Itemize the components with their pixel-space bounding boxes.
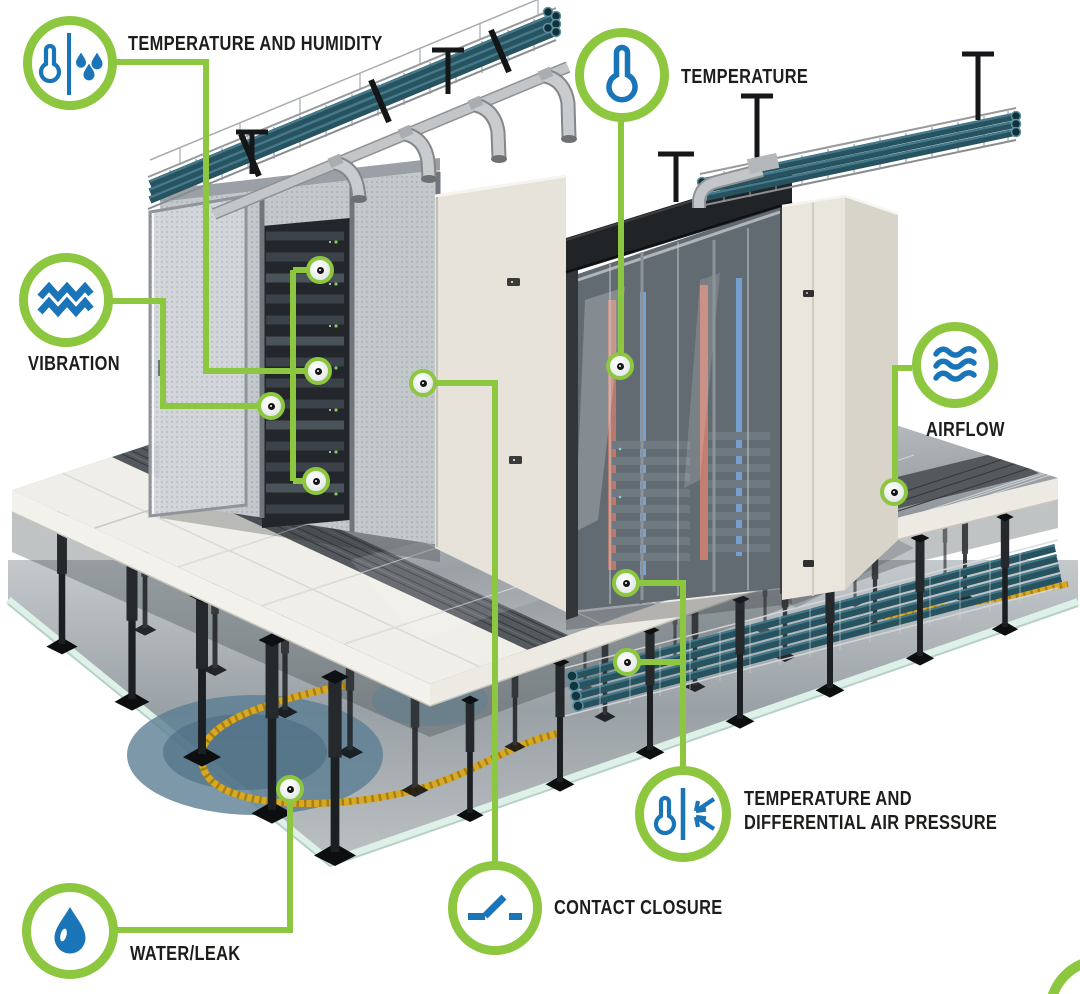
callout-label-temperature-humidity: TEMPERATURE AND HUMIDITY bbox=[128, 32, 383, 55]
tray-t-hanger bbox=[658, 51, 994, 202]
sensor-dot-floor-top bbox=[612, 569, 640, 597]
line-vibration bbox=[112, 298, 271, 409]
sensor-dot-vibration bbox=[257, 392, 285, 420]
sensor-dot-under-floor bbox=[613, 648, 641, 676]
overhead-busway-right bbox=[692, 153, 780, 208]
airflow-waves-icon bbox=[933, 346, 977, 382]
open-mesh-door bbox=[148, 194, 248, 518]
callout-label-vibration: VIBRATION bbox=[28, 352, 120, 375]
line-water-leak bbox=[116, 789, 293, 933]
overhead-busway-left bbox=[211, 61, 577, 220]
callout-vibration bbox=[19, 253, 113, 347]
overhead-cable-tray-right bbox=[658, 51, 1022, 208]
pod-glass-doors bbox=[578, 206, 780, 610]
callout-label-temp-diff-pressure-line2: DIFFERENTIAL AIR PRESSURE bbox=[744, 811, 998, 834]
sensor-dot-rack-top bbox=[306, 256, 334, 284]
line-airflow bbox=[892, 365, 912, 492]
switch-contact-icon bbox=[468, 894, 522, 920]
callout-label-water-leak: WATER/LEAK bbox=[130, 942, 241, 965]
callout-water-leak bbox=[22, 883, 118, 979]
sensor-dot-rack-bottom bbox=[302, 467, 330, 495]
overhead-cable-tray-left bbox=[147, 0, 577, 220]
callout-temp-diff-pressure bbox=[635, 766, 731, 862]
sensor-dot-rack-middle bbox=[304, 357, 332, 385]
thermometer-icon bbox=[606, 44, 638, 103]
server-rack-row-left bbox=[148, 158, 441, 545]
callout-label-temperature: TEMPERATURE bbox=[681, 65, 809, 88]
sensor-dot-temperature bbox=[606, 352, 634, 380]
thermometer-and-drops-icon bbox=[38, 33, 103, 95]
sensor-dot-contact-closure bbox=[409, 369, 437, 397]
callout-label-airflow: AIRFLOW bbox=[926, 418, 1005, 441]
callout-label-temp-diff-pressure-line1: TEMPERATURE AND bbox=[744, 787, 912, 810]
line-contact-closure bbox=[423, 380, 498, 863]
sensor-dot-water-leak bbox=[276, 775, 304, 803]
thermometer-and-compress-arrows-icon bbox=[653, 788, 716, 840]
line-temp-diff-pressure bbox=[626, 580, 686, 768]
callout-label-contact-closure: CONTACT CLOSURE bbox=[554, 896, 723, 919]
callout-airflow bbox=[912, 322, 998, 408]
beige-cabinet-panel bbox=[434, 174, 567, 612]
callout-contact-closure bbox=[448, 861, 542, 955]
callout-temperature-humidity bbox=[23, 16, 117, 110]
tray-t-hanger bbox=[236, 47, 464, 174]
callout-temperature bbox=[575, 28, 669, 122]
line-temperature-humidity bbox=[114, 59, 318, 374]
sensor-dot-airflow bbox=[880, 478, 908, 506]
water-drop-icon bbox=[54, 907, 86, 954]
vibration-zigzag-icon bbox=[37, 281, 94, 318]
